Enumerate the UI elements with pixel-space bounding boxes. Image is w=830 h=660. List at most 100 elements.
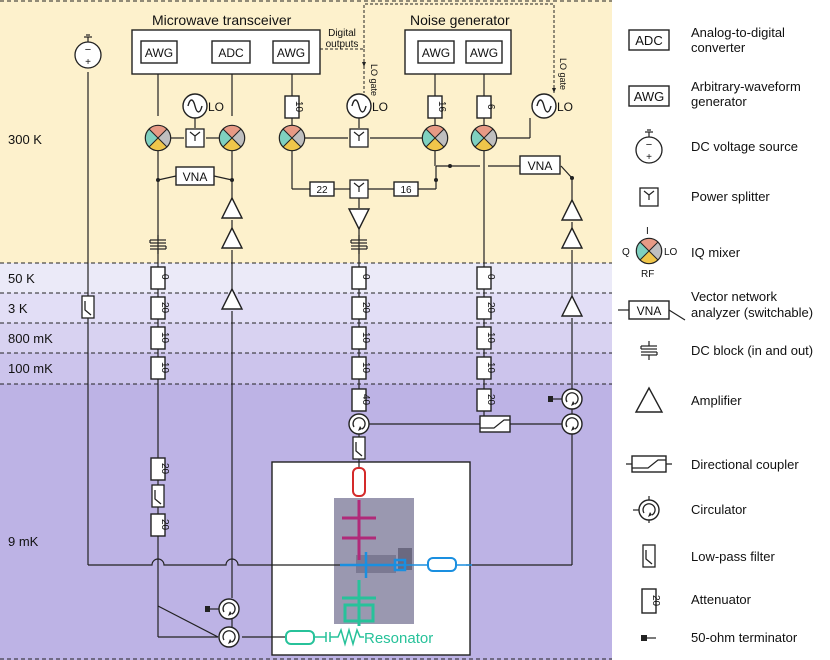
svg-text:20: 20	[159, 463, 170, 475]
atten-col-2: 0 20 10 10 40	[351, 266, 371, 412]
resonator-element	[342, 580, 376, 626]
circulator-1	[348, 413, 370, 435]
lo-gate-2: LO gate	[558, 58, 568, 90]
legend-dc-source: DC voltage source	[691, 139, 798, 154]
legend-dc-block-icon	[640, 340, 658, 361]
legend-iq-mixer-icon	[635, 237, 663, 265]
legend-terminator-icon	[641, 635, 656, 641]
awg-label-4: AWG	[470, 46, 498, 60]
legend-splitter: Power splitter	[691, 189, 770, 204]
legend-circulator: Circulator	[691, 502, 747, 517]
legend-awg-label-1: Arbitrary-waveform	[691, 79, 801, 94]
legend-attenuator-icon: 20	[641, 588, 661, 614]
circulator-4	[218, 598, 240, 620]
iq-mixer-1	[144, 124, 172, 152]
awg-label-2: AWG	[277, 46, 305, 60]
lo-source-2	[346, 93, 372, 119]
lo-source-3	[531, 93, 557, 119]
digital-outputs-1: Digital	[328, 28, 356, 39]
legend-attenuator: Attenuator	[691, 592, 752, 607]
stage-3K: 3 K	[8, 301, 28, 316]
legend-iq-mixer: IQ mixer	[691, 245, 741, 260]
digital-outputs-2: outputs	[326, 39, 359, 50]
vna-box-1	[175, 166, 215, 186]
svg-text:10: 10	[360, 362, 371, 374]
legend-adc-symbol: ADC	[635, 33, 662, 48]
svg-text:40: 40	[360, 394, 371, 406]
red-connector	[352, 467, 366, 497]
splitter-2	[349, 128, 369, 148]
band-3K	[0, 293, 612, 323]
atten-16-top: 16	[427, 95, 447, 119]
vna-label-2: VNA	[528, 159, 553, 173]
svg-text:20: 20	[650, 595, 661, 607]
legend-lowpass: Low-pass filter	[691, 549, 775, 564]
legend-amplifier: Amplifier	[691, 393, 742, 408]
legend-coupler: Directional coupler	[691, 457, 799, 472]
legend-awg-label-2: generator	[691, 94, 747, 109]
legend: ADC Analog-to-digital converter AWG Arbi…	[618, 25, 813, 645]
lo-label-3: LO	[557, 100, 573, 114]
legend-terminator: 50-ohm terminator	[691, 630, 798, 645]
awg-label-3: AWG	[422, 46, 450, 60]
directional-coupler	[479, 415, 511, 433]
band-50K	[0, 263, 612, 293]
awg-label-1: AWG	[145, 46, 173, 60]
circulator-3	[561, 413, 583, 435]
lo-source-1	[182, 93, 208, 119]
atten-col-1: 0 20 10 10 20 20	[150, 266, 170, 537]
svg-text:10: 10	[159, 362, 170, 374]
iq-mixer-3	[278, 124, 306, 152]
legend-vna-symbol: VNA	[637, 304, 662, 318]
iq-mixer-2	[218, 124, 246, 152]
legend-coupler-icon	[626, 455, 672, 473]
svg-text:10: 10	[485, 362, 496, 374]
atten-6-top: 6	[476, 95, 496, 119]
splitter-1	[185, 128, 205, 148]
svg-text:0: 0	[360, 274, 371, 280]
legend-iq-Q: Q	[622, 247, 630, 258]
circulator-2	[561, 388, 583, 410]
splitter-3	[349, 179, 369, 199]
legend-awg-symbol: AWG	[634, 89, 665, 104]
iq-mixer-5	[470, 124, 498, 152]
magenta-element	[342, 500, 376, 560]
atten-22: 22	[309, 181, 335, 197]
stage-50K: 50 K	[8, 271, 35, 286]
lowpass-1	[81, 295, 95, 319]
svg-text:20: 20	[485, 394, 496, 406]
legend-dc-block: DC block (in and out)	[691, 343, 813, 358]
stage-800mK: 800 mK	[8, 331, 53, 346]
noise-title: Noise generator	[410, 12, 510, 28]
atten-10-top: 10	[284, 95, 304, 119]
svg-text:20: 20	[485, 302, 496, 314]
transceiver-title: Microwave transceiver	[152, 12, 292, 28]
svg-text:10: 10	[293, 101, 304, 113]
lo-label-2: LO	[372, 100, 388, 114]
stage-300K: 300 K	[8, 132, 42, 147]
svg-text:20: 20	[159, 519, 170, 531]
vna-label-1: VNA	[183, 170, 208, 184]
legend-iq-RF: RF	[641, 269, 654, 280]
legend-vna-label-1: Vector network	[691, 289, 777, 304]
svg-text:20: 20	[360, 302, 371, 314]
adc-label: ADC	[218, 46, 244, 60]
svg-text:0: 0	[159, 274, 170, 280]
svg-text:10: 10	[360, 332, 371, 344]
band-800mK	[0, 323, 612, 353]
svg-text:22: 22	[316, 185, 328, 196]
svg-text:0: 0	[485, 274, 496, 280]
svg-text:16: 16	[436, 101, 447, 113]
svg-text:10: 10	[485, 332, 496, 344]
iq-mixer-4	[421, 124, 449, 152]
blue-connector	[427, 557, 457, 572]
svg-text:6: 6	[485, 104, 496, 110]
band-100mK	[0, 353, 612, 384]
legend-vna-label-2: analyzer (switchable)	[691, 305, 813, 320]
svg-text:16: 16	[400, 185, 412, 196]
legend-dc-source-icon	[635, 129, 663, 164]
legend-iq-LO: LO	[664, 247, 678, 258]
resonator-spring	[314, 627, 364, 647]
green-connector	[285, 630, 315, 645]
